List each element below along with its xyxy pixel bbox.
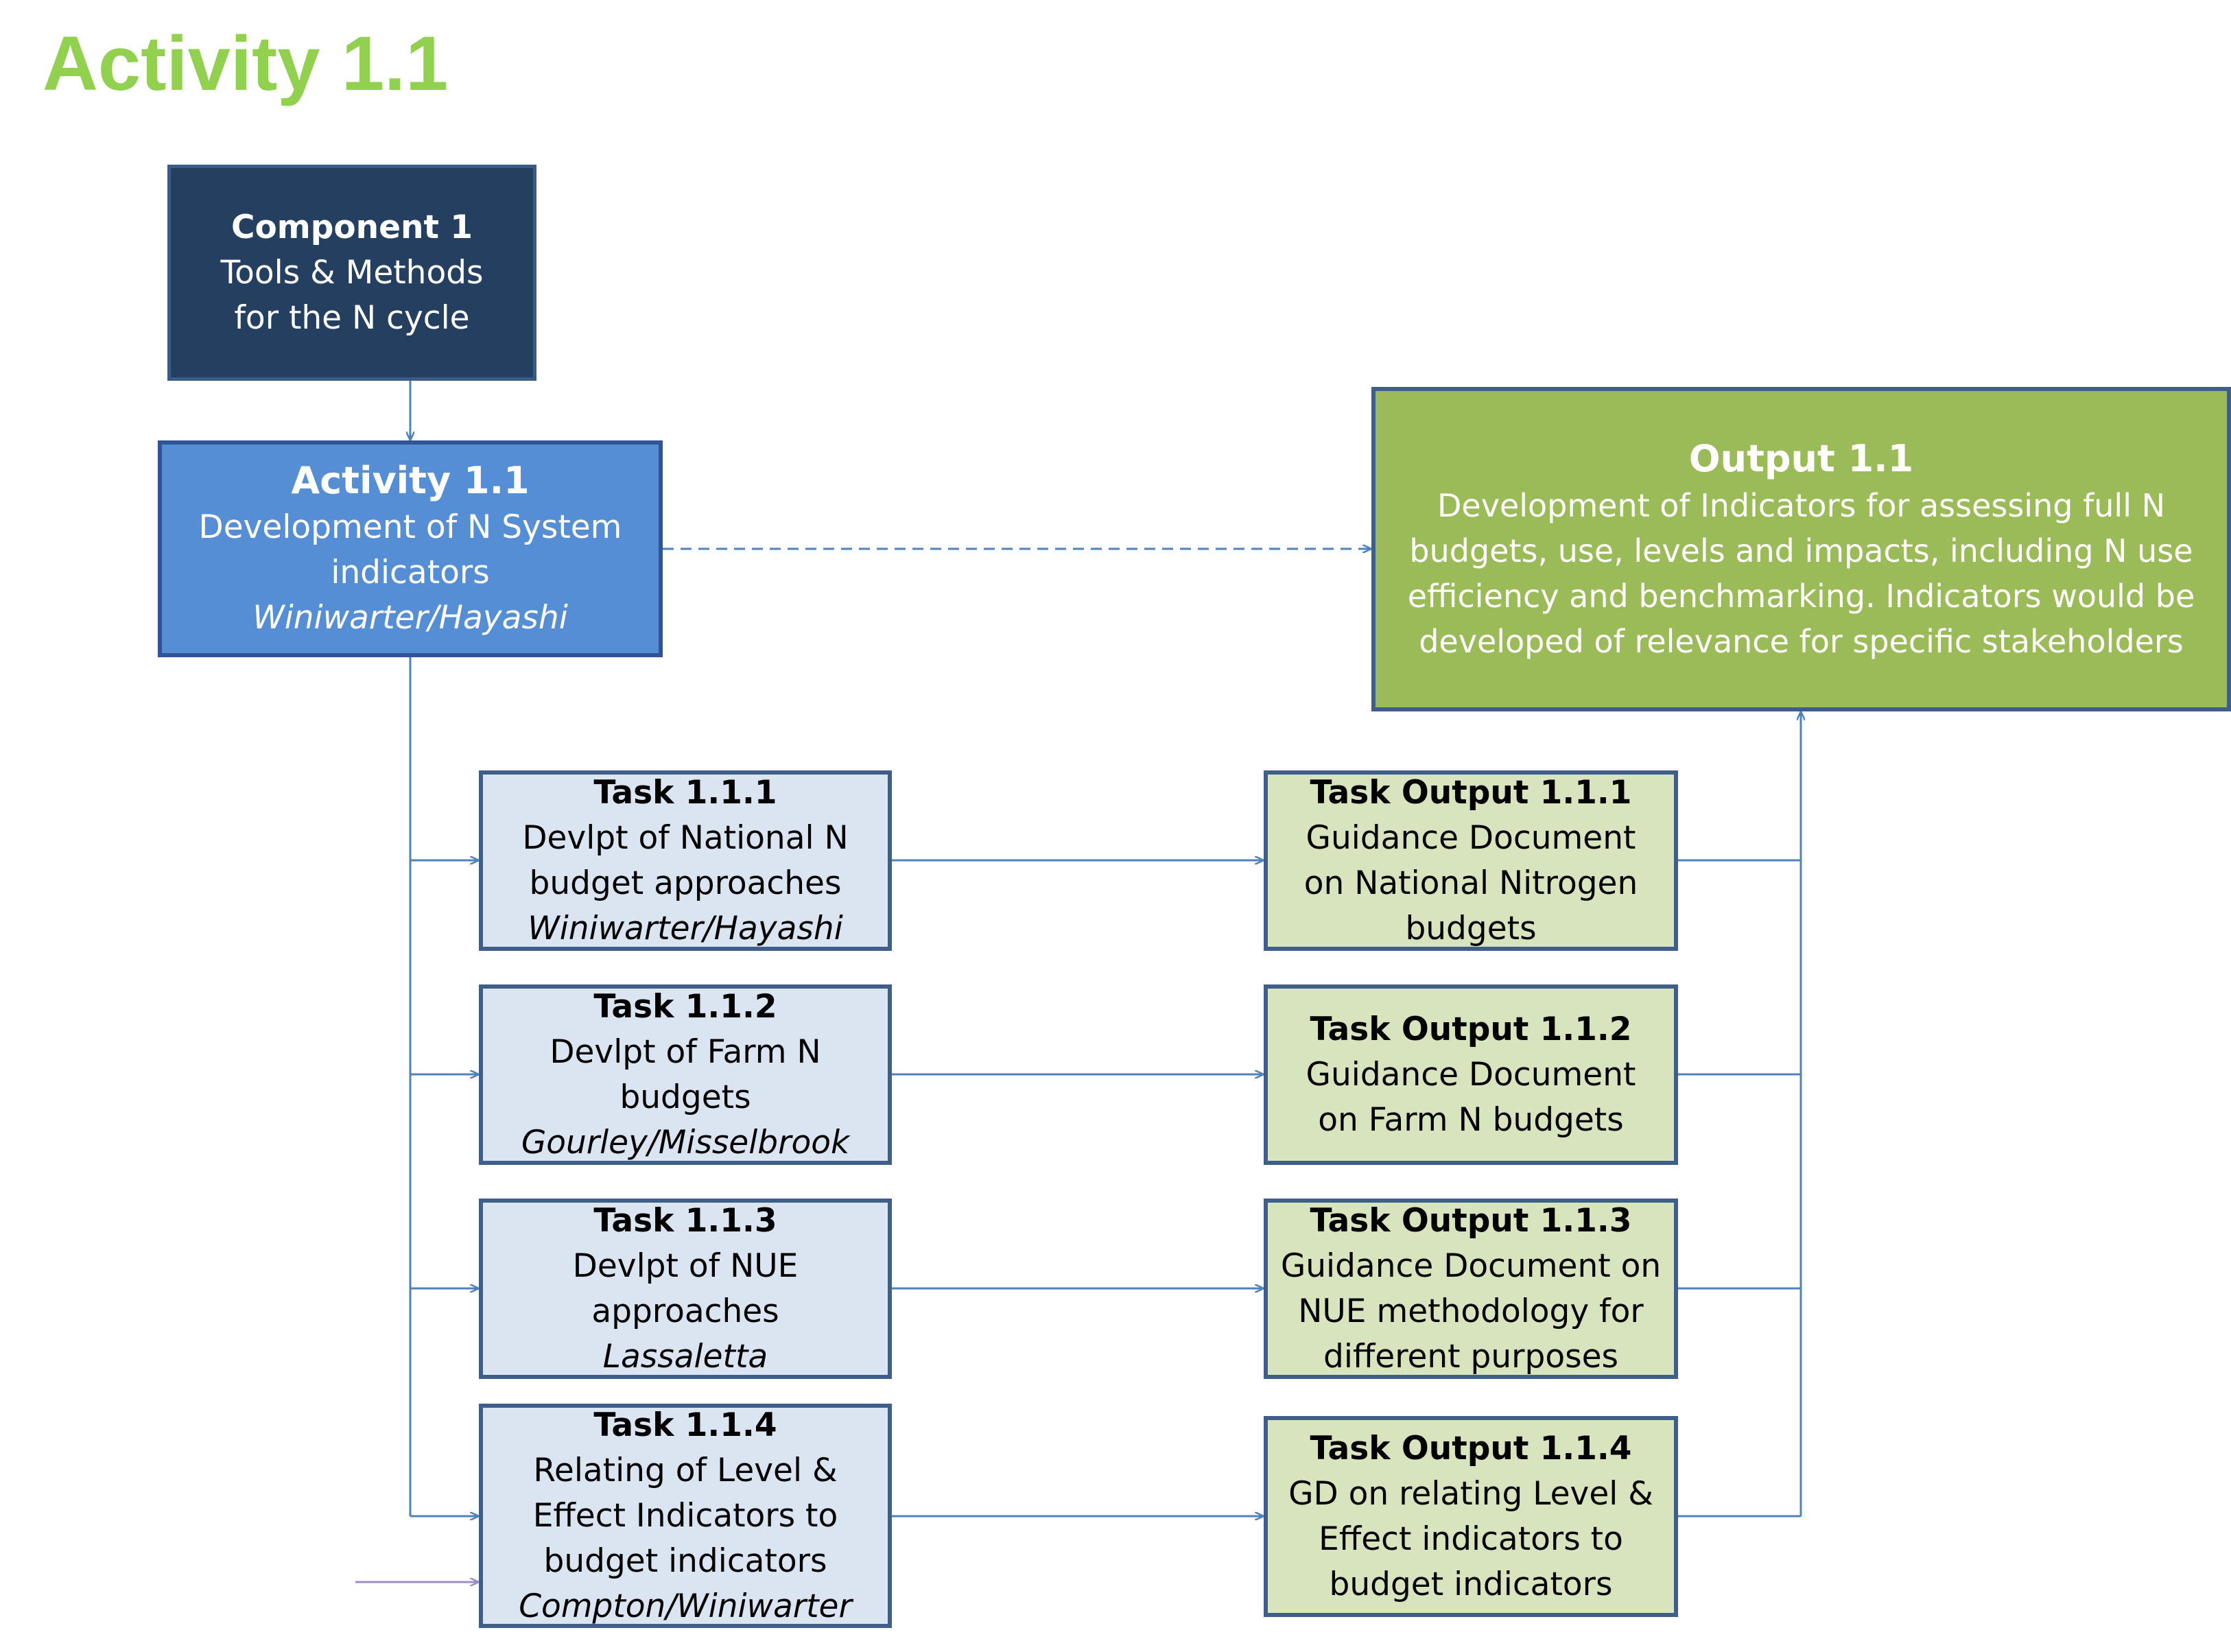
component-heading: Component 1 — [231, 208, 473, 246]
task-output-line: different purposes — [1323, 1337, 1618, 1376]
output-heading: Output 1.1 — [1688, 436, 1914, 480]
component-line-3: for the N cycle — [234, 298, 470, 337]
task-leads: Gourley/Misselbrook — [521, 1123, 850, 1161]
task-box-2: Task 1.1.2 Devlpt of Farm N budgets Gour… — [479, 984, 892, 1165]
task-box-1: Task 1.1.1 Devlpt of National N budget a… — [479, 770, 892, 951]
task-heading: Task 1.1.2 — [593, 987, 777, 1026]
component-box: Component 1 Tools & Methods for the N cy… — [167, 165, 536, 381]
task-leads: Compton/Winiwarter — [519, 1587, 852, 1625]
task-output-box-3: Task Output 1.1.3 Guidance Document on N… — [1264, 1199, 1678, 1379]
task-heading: Task 1.1.4 — [593, 1406, 777, 1444]
task-output-line: GD on relating Level & — [1288, 1474, 1653, 1513]
task-line: approaches — [591, 1292, 779, 1330]
task-output-heading: Task Output 1.1.2 — [1310, 1010, 1632, 1048]
task-output-line: Guidance Document — [1306, 818, 1636, 857]
task-output-heading: Task Output 1.1.4 — [1310, 1429, 1632, 1467]
task-output-heading: Task Output 1.1.1 — [1310, 773, 1632, 812]
task-output-box-1: Task Output 1.1.1 Guidance Document on N… — [1264, 770, 1678, 951]
task-output-line: on National Nitrogen — [1303, 864, 1638, 902]
task-leads: Lassaletta — [602, 1337, 768, 1376]
task-line: budget approaches — [529, 864, 842, 902]
task-line: budget indicators — [543, 1542, 827, 1580]
component-line-2: Tools & Methods — [220, 253, 484, 292]
activity-line-1: Development of N System — [198, 508, 622, 546]
page-title: Activity 1.1 — [43, 21, 449, 106]
activity-line-2: indicators — [331, 554, 490, 591]
task-line: Effect Indicators to — [532, 1496, 838, 1535]
task-output-line: budget indicators — [1329, 1565, 1613, 1603]
output-line-1: Development of Indicators for assessing … — [1437, 486, 2166, 524]
activity-leads: Winiwarter/Hayashi — [252, 599, 568, 637]
task-heading: Task 1.1.3 — [593, 1201, 777, 1240]
task-output-line: Effect indicators to — [1319, 1520, 1623, 1558]
task-line: Devlpt of National N — [522, 818, 849, 857]
task-output-line: budgets — [1405, 909, 1537, 947]
task-output-box-2: Task Output 1.1.2 Guidance Document on F… — [1264, 984, 1678, 1165]
task-output-line: on Farm N budgets — [1318, 1100, 1624, 1139]
task-output-heading: Task Output 1.1.3 — [1310, 1201, 1632, 1240]
output-box: Output 1.1 Development of Indicators for… — [1371, 387, 2231, 711]
output-line-3: efficiency and benchmarking. Indicators … — [1407, 577, 2195, 615]
task-leads: Winiwarter/Hayashi — [528, 909, 843, 947]
task-output-box-4: Task Output 1.1.4 GD on relating Level &… — [1264, 1416, 1678, 1617]
activity-heading: Activity 1.1 — [291, 459, 530, 502]
task-heading: Task 1.1.1 — [593, 773, 777, 812]
task-line: Relating of Level & — [533, 1451, 838, 1489]
task-line: Devlpt of NUE — [572, 1247, 799, 1285]
task-line: budgets — [619, 1078, 751, 1116]
output-line-2: budgets, use, levels and impacts, includ… — [1409, 532, 2193, 569]
activity-box: Activity 1.1 Development of N System ind… — [158, 440, 663, 657]
task-line: Devlpt of Farm N — [550, 1032, 821, 1071]
task-box-3: Task 1.1.3 Devlpt of NUE approaches Lass… — [479, 1199, 892, 1379]
task-output-line: Guidance Document on — [1280, 1247, 1662, 1285]
task-output-line: NUE methodology for — [1298, 1292, 1644, 1330]
output-line-4: developed of relevance for specific stak… — [1419, 622, 2184, 660]
task-box-4: Task 1.1.4 Relating of Level & Effect In… — [479, 1404, 892, 1628]
task-output-line: Guidance Document — [1306, 1055, 1636, 1094]
